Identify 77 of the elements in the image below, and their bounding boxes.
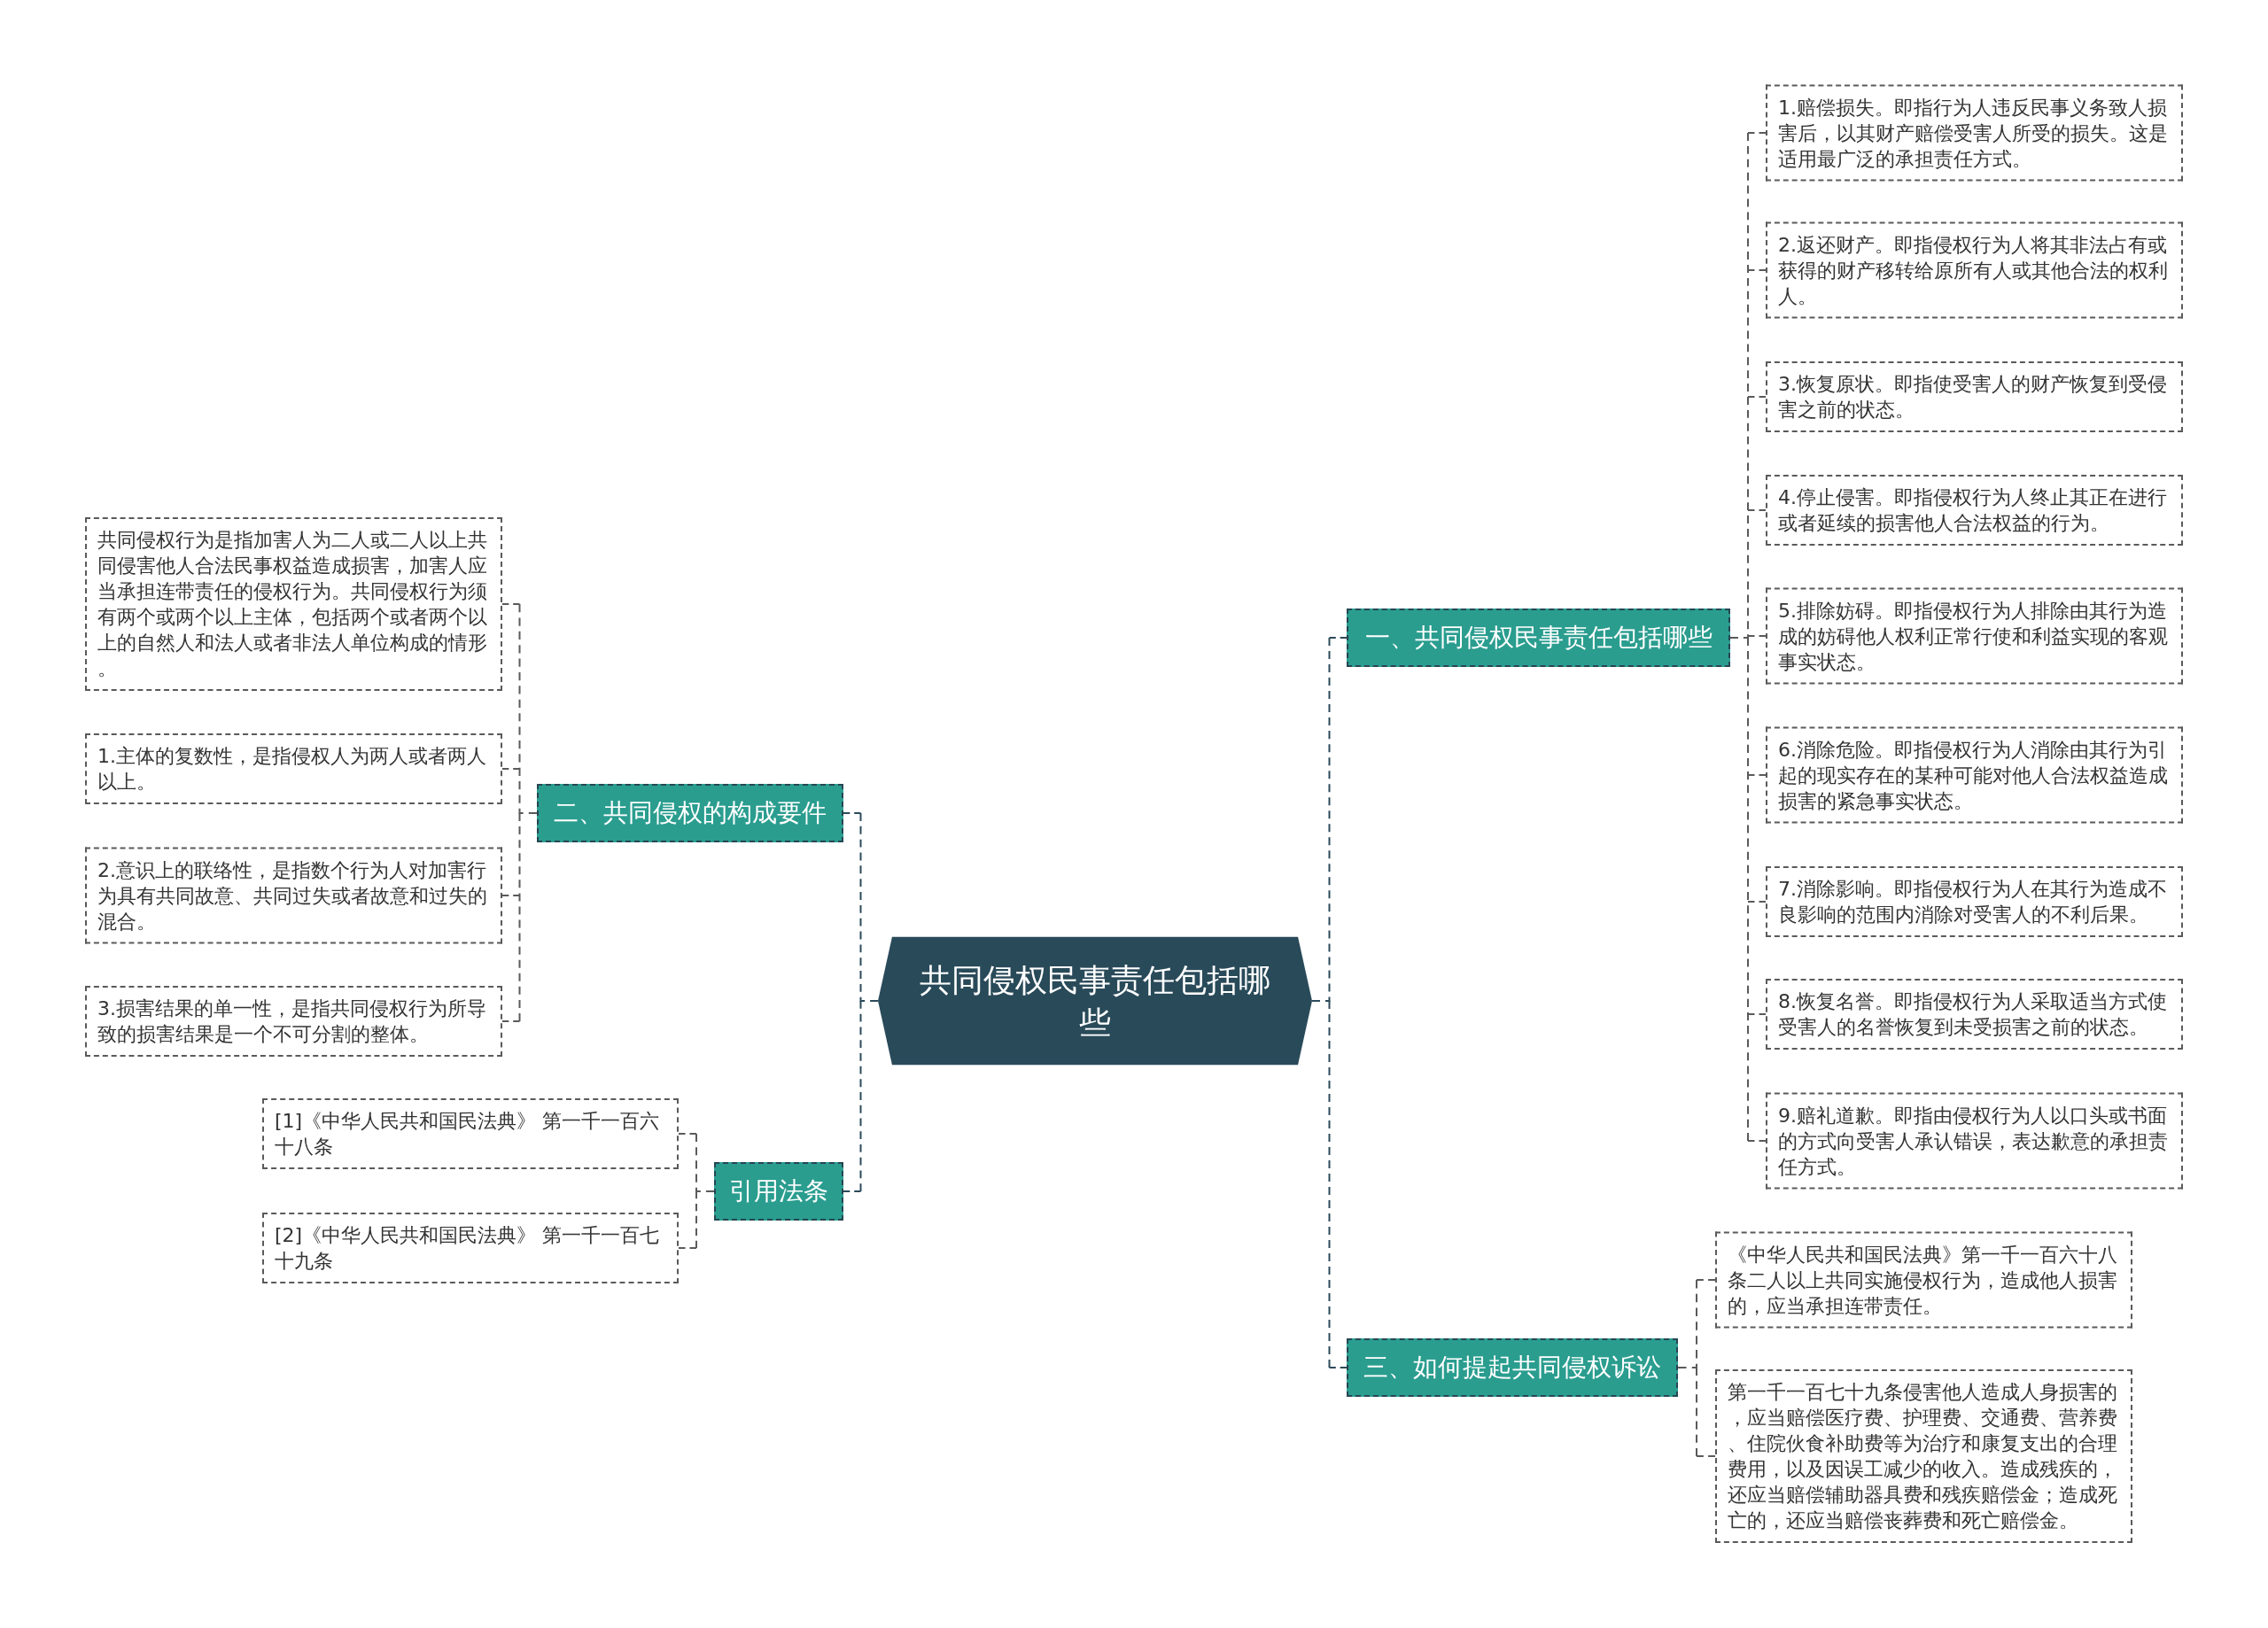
note-card <box>1715 1231 2132 1329</box>
connector-line <box>1747 637 1749 1142</box>
connector-line <box>1696 1367 1697 1457</box>
connector-line <box>678 1247 697 1249</box>
note-card <box>85 986 502 1057</box>
note-text: 1.赔偿损失。即指行为人违反民事义务致人损害后，以其财产赔偿受害人所受的损失。这是适用最广泛的承担责任方式。 <box>1778 95 2169 172</box>
connector-line <box>1747 509 1767 511</box>
connector-line <box>1696 1455 1716 1457</box>
branch-title: 二、共同侵权的构成要件 <box>553 797 827 829</box>
note-text: 《中华人民共和国民法典》第一千一百六十八条二人以上共同实施侵权行为，造成他人损害的，应当承担连带责任。 <box>1728 1242 2118 1319</box>
connector-line <box>1747 269 1767 271</box>
note-card <box>1766 475 2183 546</box>
note-text: 共同侵权行为是指加害人为二人或二人以上共同侵害他人合法民事权益造成损害，加害人应当承担连带责任的侵权行为。共同侵权行为须有两个或两个以上主体，包括两个或者两个以上的自然人和法人或者非法人单位构成的情形。 <box>97 528 488 681</box>
branch-title: 引用法条 <box>728 1175 829 1207</box>
note-text: 2.意识上的联络性，是指数个行为人对加害行为具有共同故意、共同过失或者故意和过失的混合。 <box>97 857 488 934</box>
connector-line <box>1747 1140 1767 1142</box>
connector-line <box>1747 396 1767 398</box>
connector-line <box>1328 1367 1348 1368</box>
note-card <box>1766 221 2183 319</box>
note-card <box>262 1213 679 1283</box>
note-card <box>1766 587 2183 685</box>
connector-line <box>1747 1013 1767 1015</box>
note-card <box>1766 361 2183 432</box>
connector-line <box>1747 774 1767 776</box>
connector-line <box>1729 132 1749 639</box>
note-card <box>85 517 502 691</box>
connector-line <box>1677 1279 1697 1368</box>
note-text: 8.恢复名誉。即指侵权行为人采取适当方式使受害人的名誉恢复到未受损害之前的状态。 <box>1778 989 2168 1040</box>
note-text: 9.赔礼道歉。即指由侵权行为人以口头或书面的方式向受害人承认错误，表达歉意的承担责任方式。 <box>1778 1103 2169 1180</box>
note-card <box>85 847 502 944</box>
note-text: 第一千一百七十九条侵害他人造成人身损害的，应当赔偿医疗费、护理费、交通费、营养费、住院伙食补助费等为治疗和康复支出的合理费用，以及因误工减少的收入。造成残疾的，还应当赔偿辅助器具费和残疾赔偿金；造成死亡的，还应当赔偿丧葬费和死亡赔偿金。 <box>1728 1380 2118 1533</box>
note-text: [1]《中华人民共和国民法典》 第一千一百六十八条 <box>275 1109 661 1159</box>
note-text: 2.返还财产。即指侵权行为人将其非法占有或获得的财产移转给原所有人或其他合法的权利人。 <box>1778 232 2169 309</box>
note-card <box>1766 866 2183 937</box>
note-text: 5.排除妨碍。即指侵权行为人排除由其行为造成的妨碍他人权利正常行使和利益实现的客观事实状态。 <box>1778 598 2169 675</box>
note-card <box>1766 1092 2183 1190</box>
connector-line <box>1747 635 1767 637</box>
note-card <box>262 1098 679 1169</box>
connector-line <box>501 768 521 770</box>
connector-line <box>501 1020 521 1022</box>
connector-line <box>1311 637 1331 1002</box>
connector-line <box>678 1133 697 1135</box>
note-text: 4.停止侵害。即指侵权行为人终止其正在进行或者延续的损害他人合法权益的行为。 <box>1778 485 2168 536</box>
branch-topic <box>1347 609 1730 667</box>
topic-title: 共同侵权民事责任包括哪些 <box>919 960 1271 1042</box>
note-text: 6.消除危险。即指侵权行为人消除由其行为引起的现实存在的某种可能对他人合法权益造成损害的紧急事实状态。 <box>1778 737 2169 814</box>
connector-line <box>695 1133 715 1192</box>
note-card <box>1766 979 2183 1050</box>
branch-title: 一、共同侵权民事责任包括哪些 <box>1363 622 1713 654</box>
connector-line <box>1328 637 1348 639</box>
connector-line <box>859 812 879 1002</box>
branch-topic <box>537 784 843 842</box>
central-topic <box>878 936 1312 1066</box>
connector-line <box>501 603 521 605</box>
connector-line <box>843 1190 862 1192</box>
branch-topic <box>714 1162 843 1221</box>
connector-line <box>518 812 521 1022</box>
note-text: 3.损害结果的单一性，是指共同侵权行为所导致的损害结果是一个不可分割的整体。 <box>97 996 487 1047</box>
connector-line <box>1747 132 1767 134</box>
note-text: [2]《中华人民共和国民法典》 第一千一百七十九条 <box>275 1223 661 1274</box>
note-card <box>1766 84 2183 182</box>
note-card <box>1766 726 2183 824</box>
connector-line <box>1696 1279 1716 1281</box>
note-card <box>85 733 502 804</box>
note-text: 3.恢复原状。即指使受害人的财产恢复到受侵害之前的状态。 <box>1778 372 2168 423</box>
connector-line <box>1328 1000 1331 1368</box>
connector-line <box>695 1190 697 1249</box>
note-card <box>1715 1369 2132 1543</box>
connector-line <box>859 1000 862 1192</box>
connector-line <box>501 895 521 896</box>
branch-topic <box>1347 1338 1678 1397</box>
note-text: 1.主体的复数性，是指侵权人为两人或者两人以上。 <box>97 744 487 795</box>
connector-line <box>518 603 538 814</box>
connector-line <box>843 812 862 814</box>
branch-title: 三、如何提起共同侵权诉讼 <box>1363 1352 1662 1384</box>
note-text: 7.消除影响。即指侵权行为人在其行为造成不良影响的范围内消除对受害人的不利后果。 <box>1778 877 2168 927</box>
connector-line <box>1747 901 1767 903</box>
